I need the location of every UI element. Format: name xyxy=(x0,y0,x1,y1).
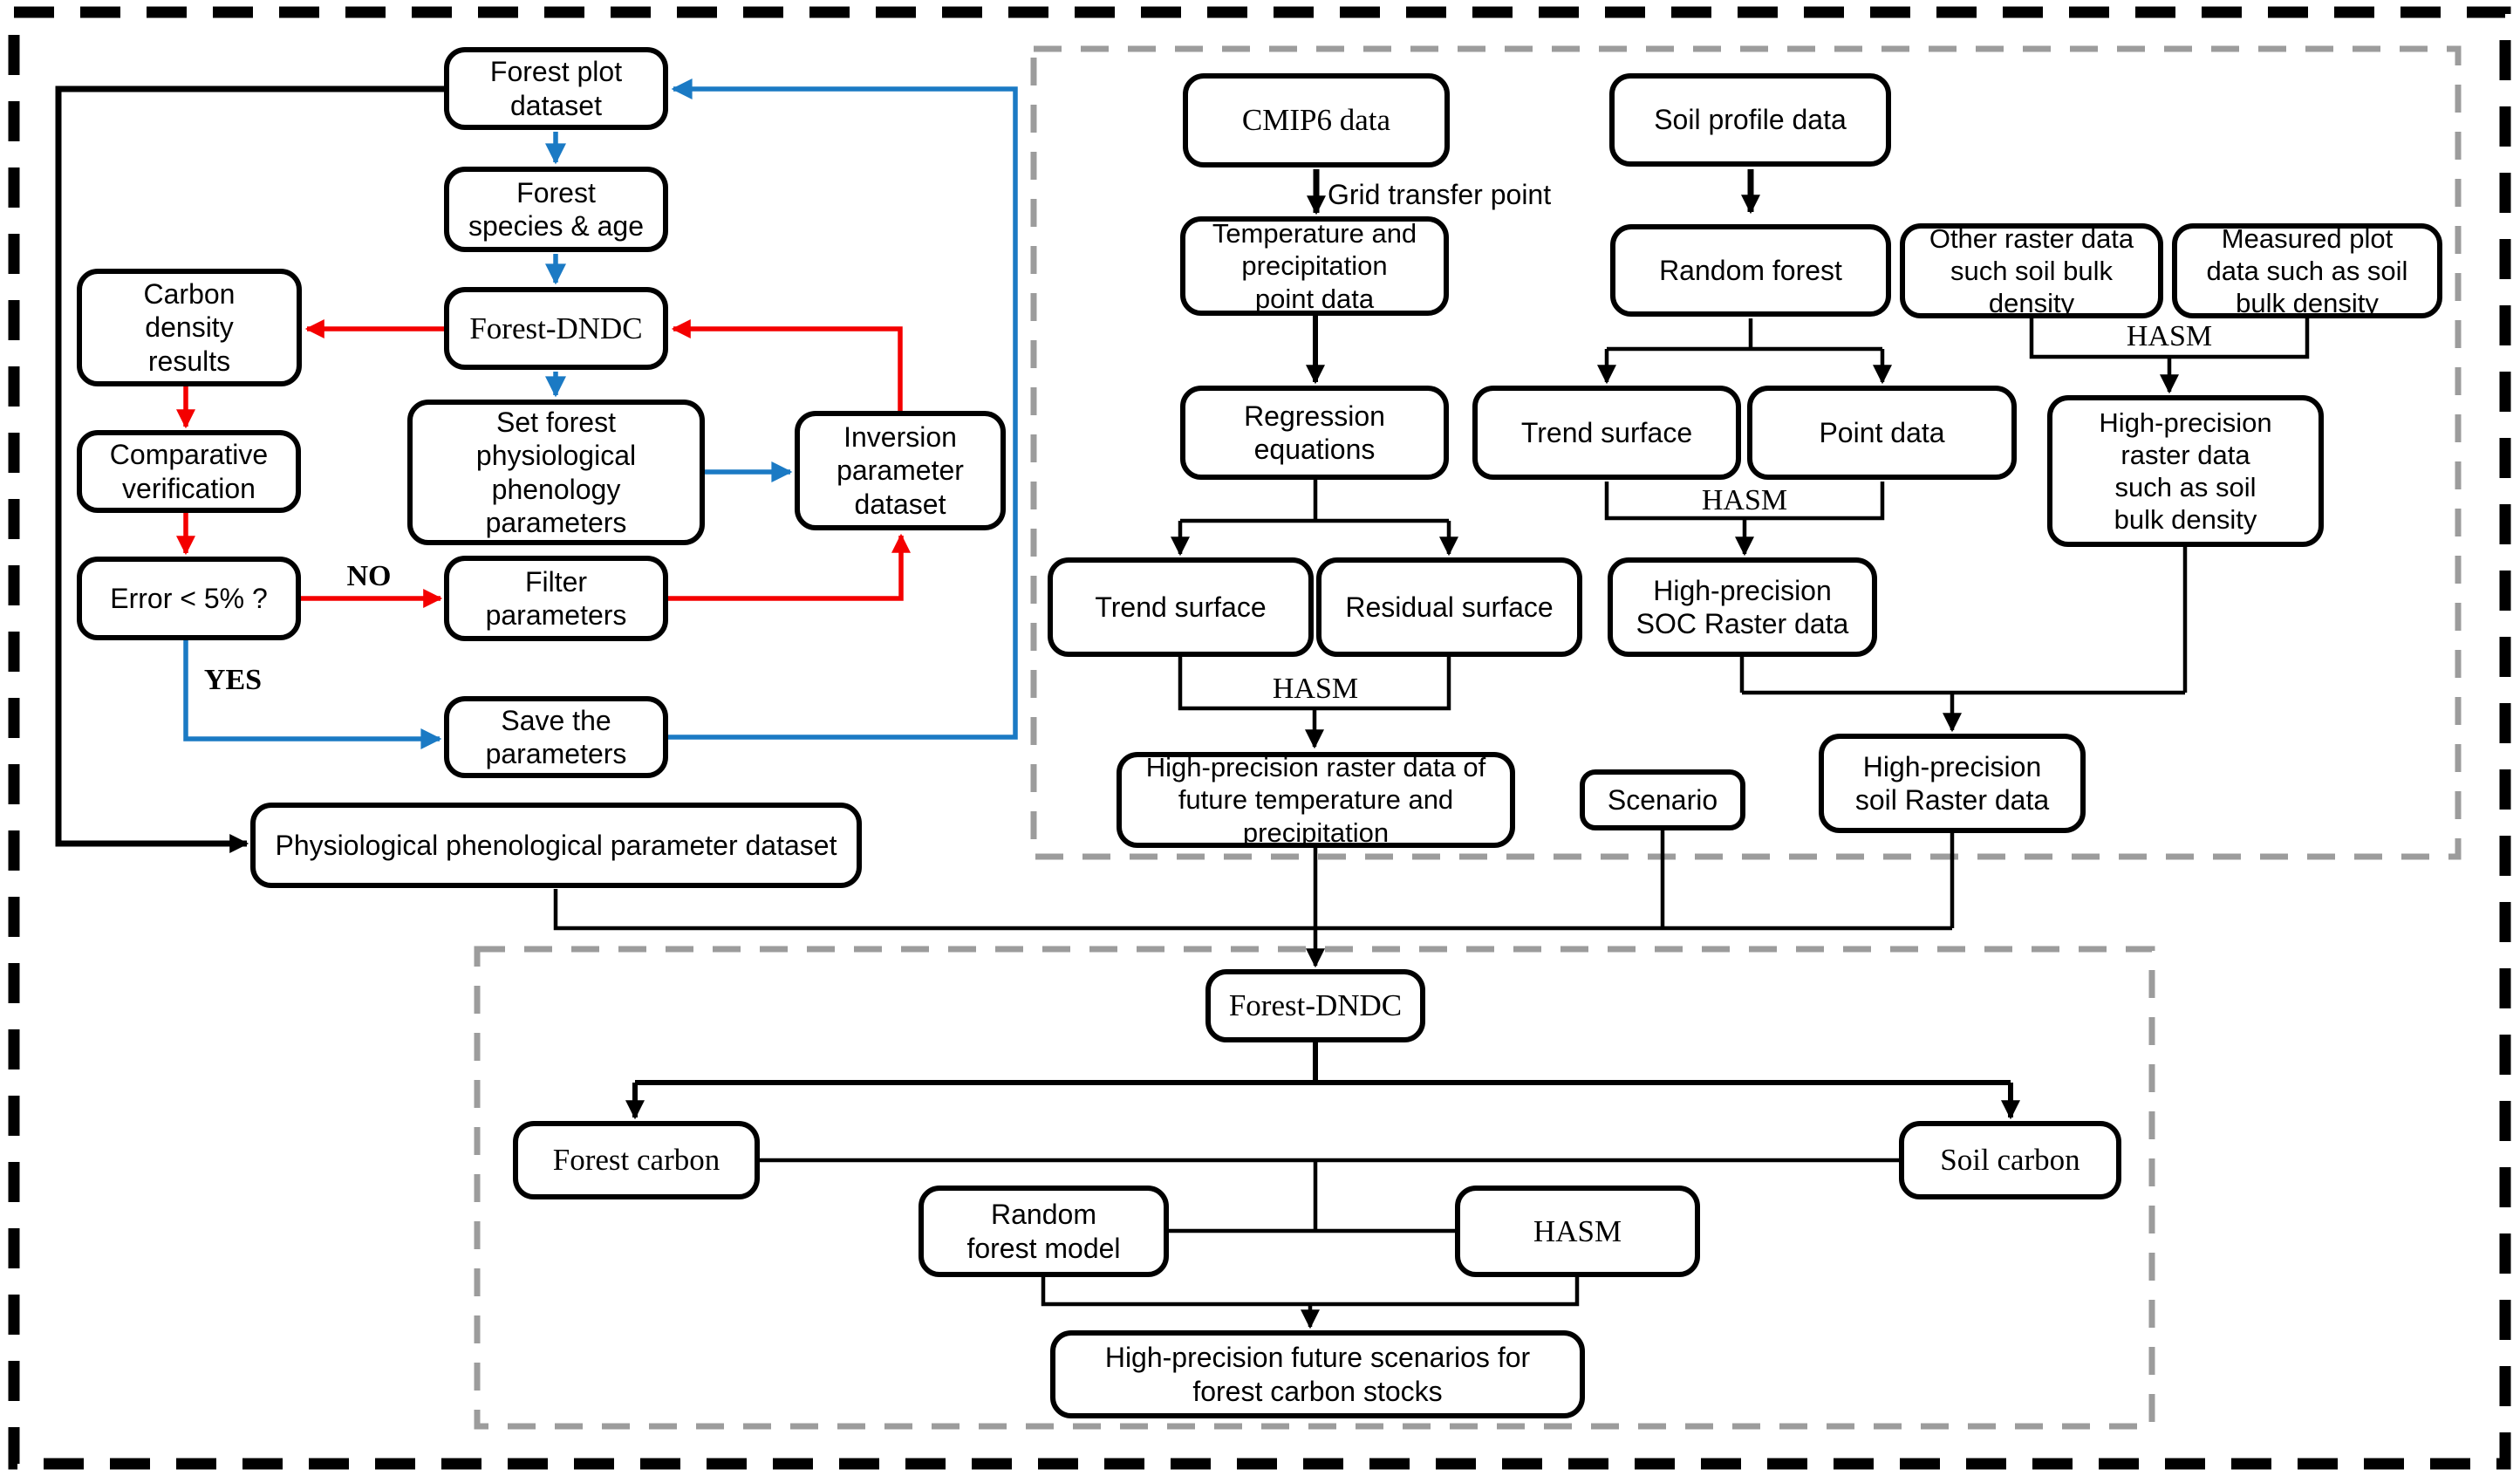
right-panel-border xyxy=(1030,45,2462,860)
node-hasm-model: HASM xyxy=(1455,1186,1700,1277)
label-hasm-soc: HASM xyxy=(1701,484,1788,516)
node-regression-equations: Regression equations xyxy=(1180,386,1449,480)
label-yes: YES xyxy=(203,664,263,696)
edge-rf-split xyxy=(1607,318,1882,352)
blue-connectors xyxy=(183,79,1018,749)
node-measured-plot-data: Measured plot data such as soil bulk den… xyxy=(2172,223,2442,318)
edge-error-yes-to-save xyxy=(183,640,442,749)
node-soc-raster: High-precision SOC Raster data xyxy=(1608,557,1877,657)
label-no: NO xyxy=(346,560,392,592)
edge-inversion-to-dndc xyxy=(671,319,903,411)
bracket-final xyxy=(1041,1277,1580,1307)
red-connectors xyxy=(176,319,911,608)
node-set-forest-params: Set forest physiological phenology param… xyxy=(407,400,705,545)
node-other-raster-data: Other raster data such soil bulk density xyxy=(1900,223,2163,318)
label-hasm-temp: HASM xyxy=(1272,673,1359,705)
node-residual-surface: Residual surface xyxy=(1316,557,1582,657)
node-error-check: Error < 5% ? xyxy=(77,557,301,640)
node-future-scenarios: High-precision future scenarios for fore… xyxy=(1050,1330,1585,1418)
node-trend-surface-soc: Trend surface xyxy=(1472,386,1741,480)
node-soil-profile-data: Soil profile data xyxy=(1609,73,1891,167)
label-grid-transfer-point: Grid transfer point xyxy=(1328,179,1552,210)
edge-bottom-merge xyxy=(553,830,1955,931)
node-carbon-density-results: Carbon density results xyxy=(77,269,302,386)
edge-save-to-forestplot xyxy=(668,79,1018,740)
node-save-parameters: Save the parameters xyxy=(444,696,668,778)
node-physio-dataset: Physiological phenological parameter dat… xyxy=(250,803,862,888)
outer-dashed-border xyxy=(8,6,2511,1470)
node-soil-carbon: Soil carbon xyxy=(1899,1121,2121,1199)
node-temp-precip-point: Temperature and precipitation point data xyxy=(1180,216,1449,316)
edge-soc-bulk-merge xyxy=(1739,547,2188,695)
edge-regression-split xyxy=(1180,480,1449,523)
node-cmip6-data: CMIP6 data xyxy=(1183,73,1450,167)
node-forest-dndc-bottom: Forest-DNDC xyxy=(1205,969,1425,1042)
label-hasm-bulk: HASM xyxy=(2126,320,2213,352)
node-bulk-raster: High-precision raster data such as soil … xyxy=(2047,395,2324,547)
node-scenario: Scenario xyxy=(1580,769,1745,830)
node-forest-dndc: Forest-DNDC xyxy=(444,287,668,370)
edge-dndc2-split xyxy=(635,1042,2011,1085)
edge-forestplot-to-physio xyxy=(55,85,444,853)
node-soil-raster: High-precision soil Raster data xyxy=(1819,734,2086,833)
node-comparative-verification: Comparative verification xyxy=(77,430,301,513)
node-filter-parameters: Filter parameters xyxy=(444,556,668,641)
node-future-temp-raster: High-precision raster data of future tem… xyxy=(1117,752,1515,848)
node-trend-surface-temp: Trend surface xyxy=(1048,557,1314,657)
node-random-forest: Random forest xyxy=(1610,224,1891,317)
node-forest-species-age: Forest species & age xyxy=(444,167,668,252)
node-inversion-dataset: Inversion parameter dataset xyxy=(795,411,1006,530)
edge-fc-sc-connector xyxy=(760,1158,1899,1233)
node-forest-plot-dataset: Forest plot dataset xyxy=(444,47,668,130)
node-forest-carbon: Forest carbon xyxy=(513,1121,760,1199)
bottom-panel-border xyxy=(474,946,2155,1430)
edge-filter-to-inversion xyxy=(668,533,911,601)
black-connectors xyxy=(55,85,2310,1329)
node-random-forest-model: Random forest model xyxy=(919,1186,1169,1277)
node-point-data: Point data xyxy=(1747,386,2017,480)
